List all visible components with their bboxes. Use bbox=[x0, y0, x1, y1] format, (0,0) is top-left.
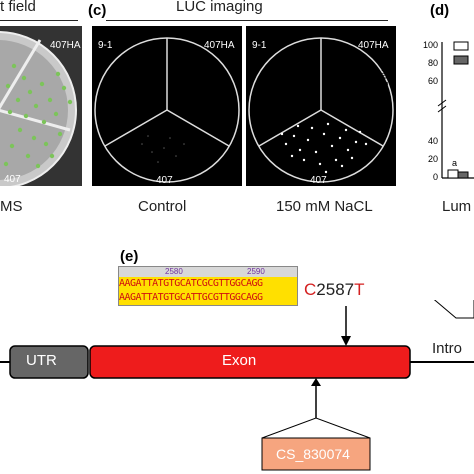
exon-label: Exon bbox=[222, 352, 257, 369]
panel-b-title: t field bbox=[0, 0, 36, 15]
intron-label: Intro bbox=[432, 340, 463, 357]
panel-d-annotation: a bbox=[452, 158, 457, 168]
seq-row-top: AAGATTATGTGCATCGCGTTGGCAGG bbox=[119, 277, 297, 291]
y-tick-20: 20 bbox=[428, 154, 438, 164]
mutation-label: C2587T bbox=[304, 280, 365, 300]
insert-bottom-label: CS_830074 bbox=[276, 446, 350, 462]
panel-b-plate: 407HA 407 bbox=[0, 26, 82, 186]
luc-nacl-label-bottom: 407 bbox=[310, 175, 327, 186]
panel-b-bottom-label: MS bbox=[0, 198, 23, 215]
luc-nacl-label-tl: 9-1 bbox=[252, 40, 267, 51]
utr-label: UTR bbox=[26, 352, 57, 369]
luc-control-label-bottom: 407 bbox=[156, 175, 173, 186]
ruler-tick-2590: 2590 bbox=[247, 267, 265, 276]
panel-c-title: LUC imaging bbox=[176, 0, 263, 15]
mutation-pos: 2587 bbox=[316, 280, 355, 299]
chromatogram-ruler: 2580 2590 bbox=[119, 267, 297, 277]
panel-b-plate-label-top: 407HA bbox=[50, 40, 81, 51]
luc-nacl-caption: 150 mM NaCL bbox=[276, 198, 373, 215]
seq-row-bottom: AAGATTATGTGCATTGCGTTGGCAGG bbox=[119, 291, 297, 305]
panel-d-xlabel: Lum bbox=[442, 198, 472, 215]
panel-d-ylabel: Counts (%) bbox=[380, 64, 390, 110]
panel-d-letter: (d) bbox=[430, 2, 450, 19]
y-tick-40: 40 bbox=[428, 136, 438, 146]
panel-c-letter: (c) bbox=[88, 2, 107, 19]
panel-b-title-rule bbox=[0, 20, 78, 21]
panel-e-letter: (e) bbox=[120, 248, 139, 265]
y-tick-100: 100 bbox=[423, 40, 438, 50]
luc-control-label-tl: 9-1 bbox=[98, 40, 113, 51]
panel-d-chart: 100 80 60 40 20 0 a bbox=[423, 40, 474, 182]
chromatogram: 2580 2590 AAGATTATGTGCATCGCGTTGGCAGG AAG… bbox=[118, 266, 298, 306]
y-tick-0: 0 bbox=[433, 172, 438, 182]
panel-b-plate-label-bottom: 407 bbox=[4, 174, 21, 185]
luc-control-label-tr: 407HA bbox=[204, 40, 235, 51]
luc-plate-nacl: 9-1 407HA 407 bbox=[246, 26, 396, 186]
y-tick-60: 60 bbox=[428, 76, 438, 86]
ruler-tick-2580: 2580 bbox=[165, 267, 183, 276]
luc-plate-control: 9-1 407HA 407 bbox=[92, 26, 242, 186]
gene-model bbox=[0, 300, 474, 471]
luc-control-caption: Control bbox=[138, 198, 187, 215]
mutation-ref: C bbox=[304, 280, 317, 299]
luc-nacl-label-tr: 407HA bbox=[358, 40, 389, 51]
mutation-alt: T bbox=[354, 280, 365, 299]
panel-c-title-rule bbox=[106, 20, 388, 21]
y-tick-80: 80 bbox=[428, 58, 438, 68]
insert-top-label: Salk bbox=[438, 276, 466, 292]
